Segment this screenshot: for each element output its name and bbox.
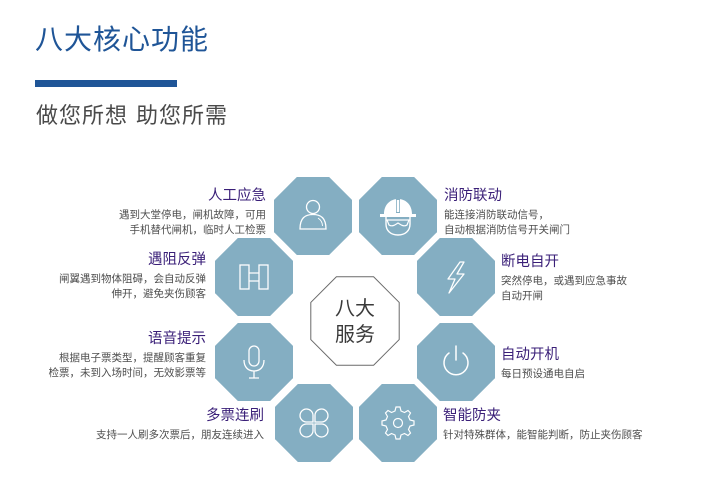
octagon-power-off-open <box>417 238 495 316</box>
feature-desc: 支持一人刷多次票后，朋友连续进入 <box>96 429 264 441</box>
feature-desc: 每日预设通电自启 <box>501 368 585 380</box>
feature-title: 多票连刷 <box>206 408 264 424</box>
feature-desc: 检票，未到入场时间，无效影票等 <box>48 367 207 379</box>
gear-icon <box>381 406 415 440</box>
octagon-manual-emergency <box>274 177 352 255</box>
feature-title: 语音提示 <box>148 331 206 347</box>
title-underline <box>35 80 177 87</box>
octagon-fire-linkage <box>359 177 437 255</box>
feature-desc: 自动开闸 <box>501 290 543 302</box>
fire-helmet-icon <box>380 199 416 236</box>
feature-voice-prompt: 语音提示 根据电子票类型，提醒顾客重复 检票，未到入场时间，无效影票等 <box>49 329 207 381</box>
octagon-smart-anti-pinch <box>359 384 437 462</box>
feature-auto-power-on: 自动开机 每日预设通电自启 <box>501 345 585 382</box>
octagon-outline <box>310 276 400 366</box>
gate-icon <box>239 264 269 290</box>
power-icon <box>443 345 469 376</box>
center-octagon: 八大 服务 <box>310 276 400 366</box>
center-label-line2: 服务 <box>335 322 375 346</box>
clover-icon <box>299 408 329 438</box>
feature-title: 人工应急 <box>208 188 266 204</box>
feature-desc: 突然停电，或遇到应急事故 <box>501 275 627 287</box>
microphone-icon <box>243 345 265 379</box>
feature-fire-linkage: 消防联动 能连接消防联动信号， 自动根据消防信号开关闸门 <box>444 186 570 238</box>
feature-manual-emergency: 人工应急 遇到大堂停电，闸机故障，可用 手机替代闸机，临时人工检票 <box>119 186 266 238</box>
octagon-auto-power-on <box>417 323 495 401</box>
feature-title: 断电自开 <box>501 254 559 270</box>
page-title: 八大核心功能 <box>35 23 210 56</box>
feature-title: 遇阻反弹 <box>148 252 206 268</box>
feature-multi-ticket: 多票连刷 支持一人刷多次票后，朋友连续进入 <box>96 406 264 443</box>
feature-desc: 伸开，避免夹伤顾客 <box>111 288 207 300</box>
feature-power-off-open: 断电自开 突然停电，或遇到应急事故 自动开闸 <box>501 252 627 304</box>
feature-title: 自动开机 <box>501 347 559 363</box>
person-icon <box>299 199 327 230</box>
feature-title: 智能防夹 <box>443 408 501 424</box>
center-label-line1: 八大 <box>335 296 375 320</box>
octagon-voice-prompt <box>215 323 293 401</box>
octagon-multi-ticket <box>275 384 353 462</box>
lightning-icon <box>447 261 465 294</box>
feature-title: 消防联动 <box>444 188 502 204</box>
feature-desc: 遇到大堂停电，闸机故障，可用 <box>119 209 266 221</box>
feature-desc: 手机替代闸机，临时人工检票 <box>129 224 267 236</box>
feature-smart-anti-pinch: 智能防夹 针对特殊群体，能智能判断，防止夹伤顾客 <box>443 406 643 443</box>
feature-desc: 闸翼遇到物体阻碍，会自动反弹 <box>59 273 206 285</box>
feature-desc: 针对特殊群体，能智能判断，防止夹伤顾客 <box>443 429 643 441</box>
feature-desc: 根据电子票类型，提醒顾客重复 <box>59 352 206 364</box>
page-subtitle: 做您所想 助您所需 <box>36 104 228 129</box>
feature-obstacle-rebound: 遇阻反弹 闸翼遇到物体阻碍，会自动反弹 伸开，避免夹伤顾客 <box>59 250 206 302</box>
octagon-obstacle-rebound <box>215 238 293 316</box>
feature-desc: 自动根据消防信号开关闸门 <box>444 224 570 236</box>
feature-desc: 能连接消防联动信号， <box>444 209 549 221</box>
